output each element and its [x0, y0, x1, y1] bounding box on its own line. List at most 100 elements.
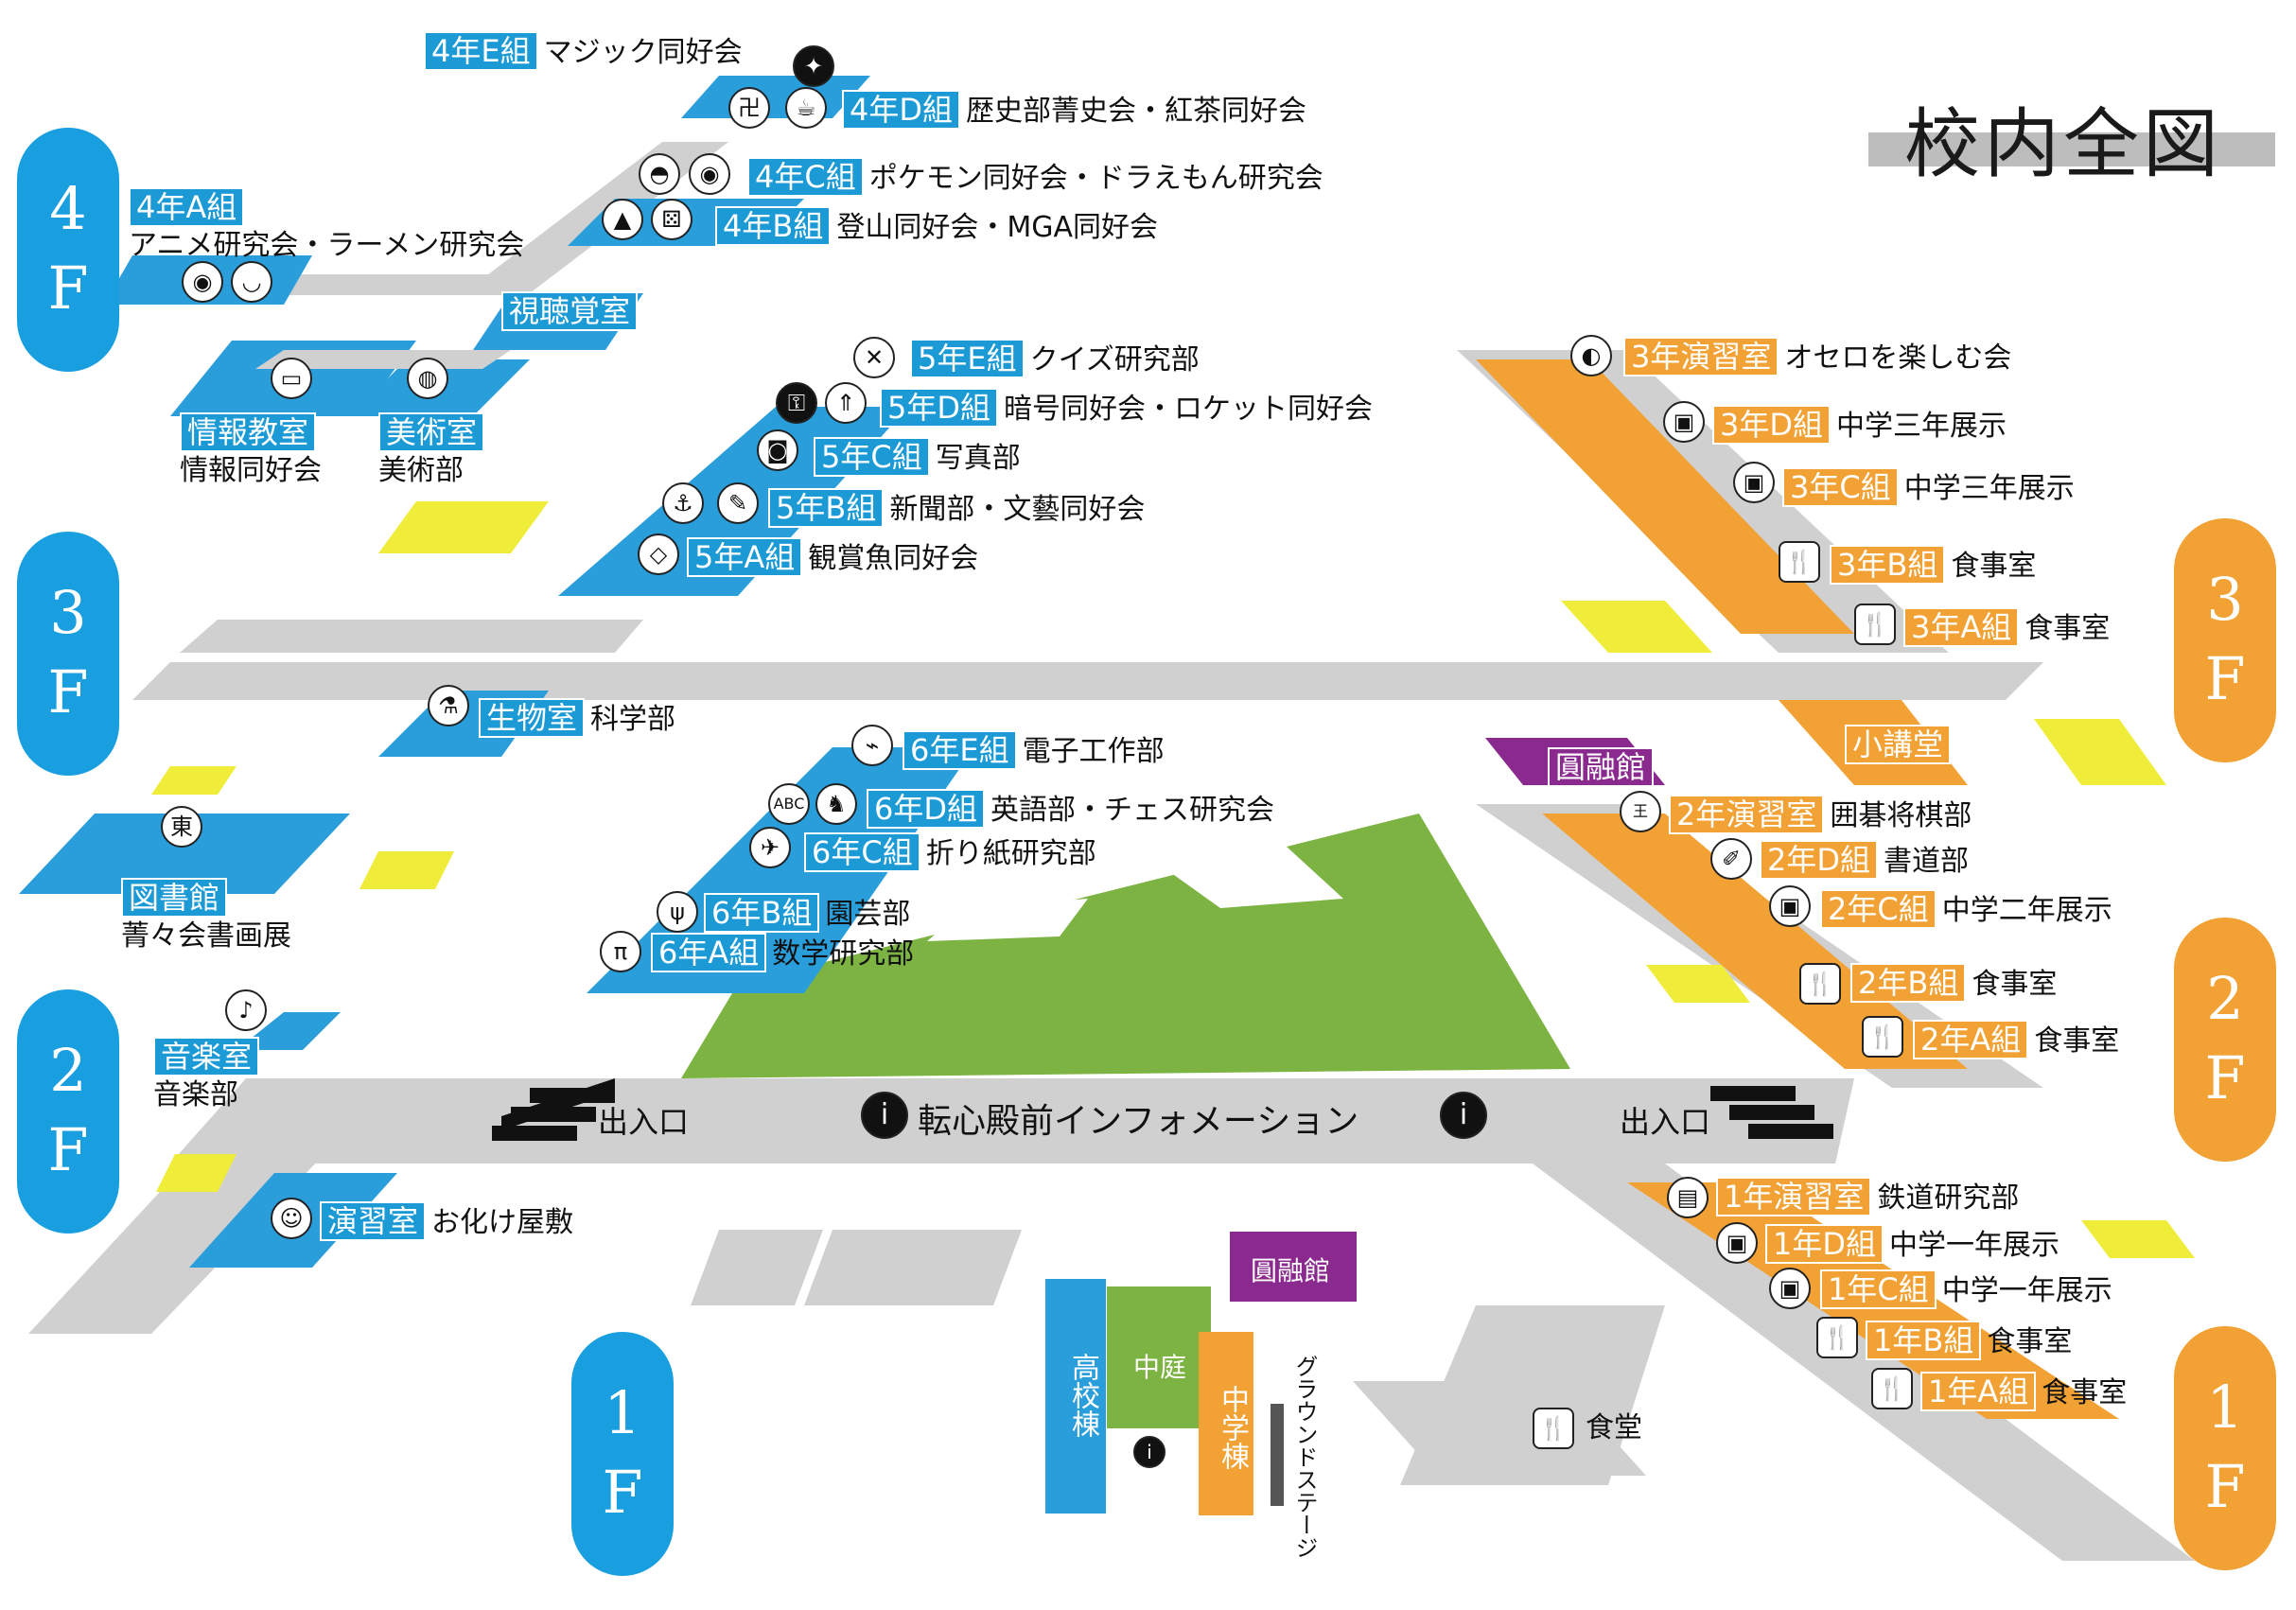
room-tag: 5年A組: [687, 537, 803, 577]
room-3f-orange: [1476, 359, 1854, 634]
green-hole-2: [927, 899, 1088, 941]
music-note-icon: ♪: [225, 989, 267, 1031]
room-label-cafeteria[interactable]: 食堂: [1586, 1411, 1642, 1445]
room-label-info[interactable]: 情報教室情報同好会: [180, 412, 322, 488]
room-label-j1a[interactable]: 1年A組食事室: [1920, 1372, 2127, 1411]
room-tag: 2年B組: [1850, 963, 1967, 1003]
room-label-enyuukan[interactable]: 圓融館: [1548, 747, 1655, 787]
green-roof: [681, 814, 1570, 1078]
shogi-piece-icon: 王: [1620, 791, 1661, 832]
site-high-school-label: 高校棟: [1066, 1353, 1099, 1438]
room-label-j2d[interactable]: 2年D組書道部: [1760, 840, 1969, 880]
stairs-right-step3: [1748, 1124, 1833, 1139]
teacup-icon: ☕: [785, 87, 827, 129]
room-label-6a[interactable]: 6年A組数学研究部: [651, 933, 914, 972]
room-label-j1c[interactable]: 1年C組中学一年展示: [1820, 1269, 2112, 1309]
room-label-6c[interactable]: 6年C組折り紙研究部: [804, 832, 1096, 872]
room-label-music[interactable]: 音楽室音楽部: [153, 1037, 260, 1112]
room-club: 美術部: [378, 454, 464, 487]
room-label-6b[interactable]: 6年B組園芸部: [704, 893, 910, 933]
room-tag: 5年E組: [910, 339, 1025, 378]
site-enyuukan-label: 圓融館: [1251, 1255, 1331, 1286]
room-label-5b[interactable]: 5年B組新聞部・文藝同好会: [768, 488, 1145, 528]
room-label-5e[interactable]: 5年E組クイズ研究部: [910, 339, 1200, 378]
room-label-j2c[interactable]: 2年C組中学二年展示: [1820, 889, 2112, 929]
fork-knife-icon: 🍴: [1533, 1408, 1574, 1449]
floor-badge-letter: F: [47, 657, 89, 726]
room-label-j3c[interactable]: 3年C組中学三年展示: [1782, 467, 2075, 507]
room-label-4b[interactable]: 4年B組登山同好会・MGA同好会: [715, 206, 1158, 246]
room-label-j3drill[interactable]: 3年演習室オセロを楽しむ会: [1623, 337, 2011, 376]
floor-badge-number: 2: [2206, 964, 2244, 1033]
room-label-4d[interactable]: 4年D組歴史部菁史会・紅茶同好会: [842, 90, 1306, 130]
room-label-5d[interactable]: 5年D組暗号同好会・ロケット同好会: [880, 388, 1373, 428]
toilet-1f-right: [2081, 1220, 2195, 1258]
room-club: 食事室: [1951, 550, 2037, 583]
floor-badge-number: 3: [49, 578, 87, 647]
room-label-av[interactable]: 視聴覚室: [501, 291, 639, 331]
corridor-1f-mid2: [804, 1230, 1022, 1305]
room-tag: 3年演習室: [1623, 337, 1779, 376]
exhibit-icon: ▣: [1733, 462, 1775, 503]
exhibit-icon: ▣: [1663, 401, 1705, 443]
room-club: 食事室: [1987, 1325, 2073, 1358]
floor-badge-letter: F: [47, 1115, 89, 1184]
room-club: 音楽部: [153, 1078, 238, 1111]
room-label-6d[interactable]: 6年D組英語部・チェス研究会: [867, 789, 1274, 829]
room-label-library[interactable]: 図書館菁々会書画展: [121, 878, 291, 954]
lock-icon: ⚿: [776, 382, 817, 424]
magic-hat-icon: ✦: [793, 45, 834, 87]
room-label-j2b[interactable]: 2年B組食事室: [1850, 963, 2057, 1003]
room-label-4a[interactable]: 4年A組アニメ研究会・ラーメン研究会: [129, 187, 524, 263]
room-label-5c[interactable]: 5年C組写真部: [814, 437, 1021, 477]
room-tag: 5年C組: [814, 437, 930, 477]
site-ground-stage-label: グラウンドステージ: [1291, 1355, 1318, 1559]
corridor-3f-upper: [180, 620, 643, 653]
room-club: 観賞魚同好会: [808, 542, 979, 575]
fork-knife-icon: 🍴: [1854, 604, 1896, 645]
site-info-icon: i: [1133, 1436, 1166, 1468]
room-label-j2a[interactable]: 2年A組食事室: [1913, 1020, 2119, 1059]
room-tag: 6年A組: [651, 933, 767, 972]
eye-icon: ◉: [182, 261, 223, 303]
pi-icon: π: [600, 931, 641, 972]
room-tag: 4年D組: [842, 90, 961, 130]
room-label-small-hall[interactable]: 小講堂: [1845, 725, 1952, 764]
room-label-j3a[interactable]: 3年A組食事室: [1903, 607, 2110, 647]
room-club: オセロを楽しむ会: [1784, 341, 2012, 375]
room-label-j3d[interactable]: 3年D組中学三年展示: [1712, 405, 2007, 445]
doraemon-icon: ◉: [689, 153, 730, 195]
room-label-drill[interactable]: 演習室お化け屋敷: [320, 1201, 573, 1241]
room-club: 英語部・チェス研究会: [990, 794, 1275, 827]
room-label-j2drill[interactable]: 2年演習室囲碁将棋部: [1669, 795, 1972, 834]
information-center-label[interactable]: 転心殿前インフォメーション: [918, 1102, 1359, 1141]
room-label-bio[interactable]: 生物室科学部: [479, 698, 675, 738]
room-tag: 圓融館: [1548, 747, 1655, 787]
floor-badge-letter: F: [602, 1458, 643, 1527]
floor-badge-number: 1: [604, 1378, 641, 1447]
fork-knife-icon: 🍴: [1779, 541, 1820, 583]
room-label-4c[interactable]: 4年C組ポケモン同好会・ドラえもん研究会: [747, 157, 1323, 197]
title-text: 校内全図: [1904, 100, 2222, 188]
room-label-exit-left[interactable]: 出入口: [598, 1105, 689, 1141]
room-club: 暗号同好会・ロケット同好会: [1004, 393, 1374, 426]
ghost-icon: ☺: [271, 1198, 312, 1239]
room-label-j3b[interactable]: 3年B組食事室: [1830, 545, 2036, 585]
toilet-2f-left: [359, 851, 454, 889]
site-high-school-building: [1045, 1279, 1106, 1514]
room-label-j1drill[interactable]: 1年演習室鉄道研究部: [1716, 1177, 2019, 1216]
room-label-art[interactable]: 美術室美術部: [378, 412, 485, 488]
room-label-exit-right[interactable]: 出入口: [1620, 1105, 1710, 1141]
room-tag: 1年演習室: [1716, 1177, 1872, 1216]
room-label-4e[interactable]: 4年E組マジック同好会: [424, 31, 743, 71]
room-label-j1b[interactable]: 1年B組食事室: [1866, 1321, 2072, 1360]
site-courtyard-label: 中庭: [1133, 1352, 1187, 1383]
room-label-5a[interactable]: 5年A組観賞魚同好会: [687, 537, 978, 577]
mountain-icon: ▲: [602, 199, 643, 240]
room-label-6e[interactable]: 6年E組電子工作部: [903, 730, 1165, 770]
room-tag: 視聴覚室: [501, 291, 639, 331]
floor-badge-number: 3: [2206, 565, 2244, 634]
room-label-j1d[interactable]: 1年D組中学一年展示: [1765, 1224, 2059, 1264]
room-music: [237, 1012, 341, 1050]
